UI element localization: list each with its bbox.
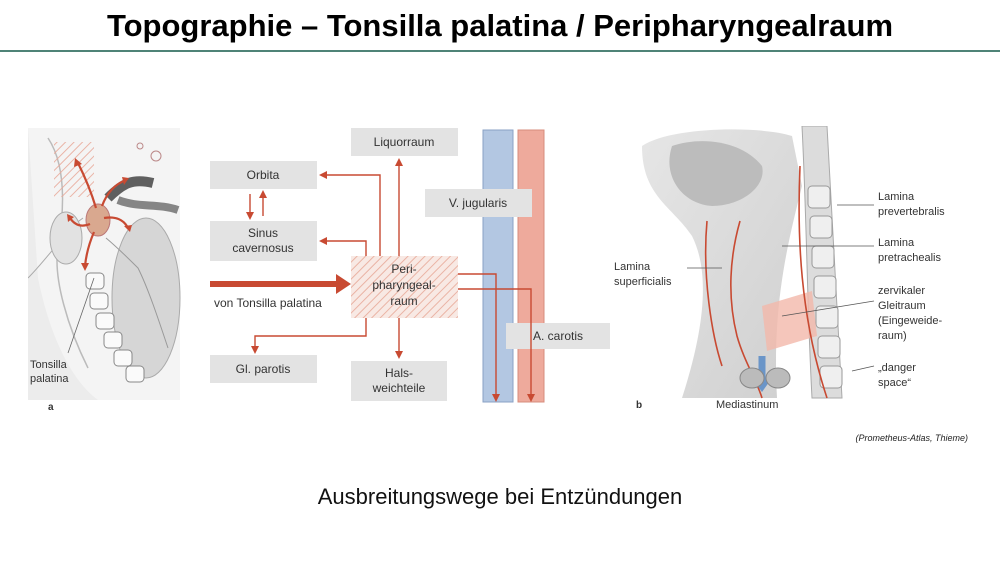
panel-b-letter: b [636, 400, 642, 411]
image-credit: (Prometheus-Atlas, Thieme) [855, 433, 968, 443]
lamina-prevertebralis-line2: prevertebralis [878, 206, 945, 218]
input-arrow-shaft [210, 281, 338, 287]
vena-jugularis-band [482, 129, 514, 403]
box-peripharyngealraum [351, 256, 458, 318]
mediastinum-label: Mediastinum [716, 399, 778, 411]
arrow-into-jugularis [458, 273, 500, 402]
lamina-pretrachealis-line2: pretrachealis [878, 252, 941, 264]
lamina-superficialis-line2: superficialis [614, 276, 672, 288]
sinus-text-line1: Sinus [248, 226, 278, 240]
arrow-into-carotis [458, 288, 535, 402]
tonsilla-label-line2: palatina [30, 373, 69, 385]
box-gl-parotis [210, 355, 317, 383]
gleitraum-line1: zervikaler [878, 285, 925, 297]
von-tonsilla-text: von Tonsilla palatina [214, 296, 322, 310]
hals-text-line1: Hals- [385, 366, 413, 380]
input-arrow-head [336, 274, 351, 294]
gleitraum-line2: Gleitraum [878, 300, 926, 312]
spread-flow-diagram: Liquorraum Orbita V. jugularis Sinus cav… [200, 124, 620, 414]
slide-title: Topographie – Tonsilla palatina / Periph… [106, 8, 894, 43]
panel-b-illustration: Lamina prevertebralis Lamina pretracheal… [612, 126, 968, 418]
gl-parotis-text: Gl. parotis [236, 362, 291, 376]
box-sinus-cavernosus [210, 221, 317, 261]
box-liquorraum [351, 128, 458, 156]
panel-a-letter: a [48, 402, 54, 413]
peri-text-line1: Peri- [391, 262, 416, 276]
slide-caption: Ausbreitungswege bei Entzündungen [317, 484, 683, 509]
box-v-jugularis [425, 189, 532, 217]
box-a-carotis [506, 323, 610, 349]
arrow-to-orbita [319, 171, 381, 256]
orbita-text: Orbita [247, 168, 280, 182]
gleitraum-line3: (Eingeweide- [878, 315, 943, 327]
peri-text-line2: pharyngeal- [372, 278, 435, 292]
hals-text-line2: weichteile [372, 381, 426, 395]
danger-space-line1: „danger [878, 362, 916, 374]
arrow-to-gl-parotis [251, 318, 367, 354]
lamina-superficialis-line1: Lamina [614, 261, 651, 273]
arrow-to-sinus [319, 237, 367, 256]
danger-space-line2: space“ [878, 377, 911, 389]
liquorraum-text: Liquorraum [374, 135, 435, 149]
peri-text-line3: raum [390, 294, 417, 308]
box-halsweichteile [351, 361, 447, 401]
lamina-pretrachealis-line1: Lamina [878, 237, 915, 249]
title-divider [0, 50, 1000, 52]
gleitraum-line4: raum) [878, 330, 907, 342]
a-carotis-text: A. carotis [533, 329, 583, 343]
v-jugularis-text: V. jugularis [449, 196, 507, 210]
box-orbita [210, 161, 317, 189]
panel-a-illustration: Tonsilla palatina a [28, 128, 188, 418]
tonsilla-label-line1: Tonsilla [30, 359, 68, 371]
lamina-prevertebralis-line1: Lamina [878, 191, 915, 203]
sinus-text-line2: cavernosus [232, 241, 293, 255]
